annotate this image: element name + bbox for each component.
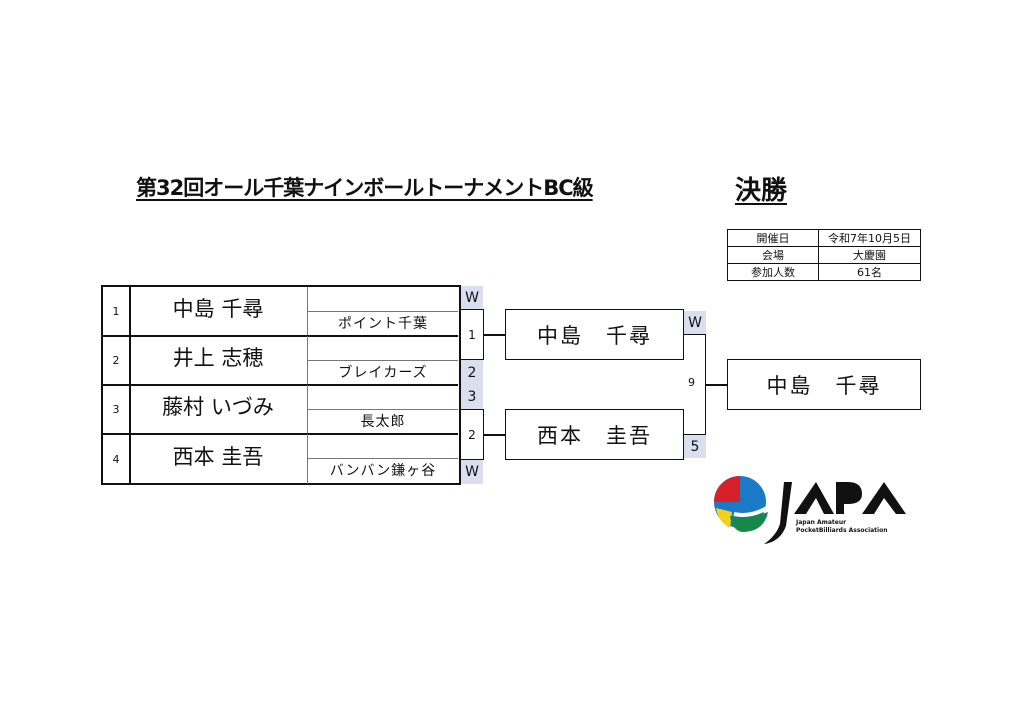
info-value: 令和7年10月5日	[818, 229, 921, 247]
team-blank	[308, 287, 458, 312]
semifinal-winner-box: 中島 千尋	[505, 309, 684, 360]
score-cell: W	[461, 286, 483, 310]
info-label: 参加人数	[727, 263, 819, 281]
bracket-line	[706, 384, 727, 386]
team-blank	[308, 385, 458, 410]
player-row: 4 西本 圭吾 バンバン鎌ヶ谷	[103, 434, 458, 484]
team-blank	[308, 336, 458, 361]
player-row: 3 藤村 いづみ 長太郎	[103, 385, 458, 435]
bracket-line	[484, 434, 505, 436]
final-match-number: 9	[688, 376, 695, 389]
score-cell: 3	[461, 385, 483, 409]
info-value: 大慶園	[818, 246, 921, 264]
score-cell: W	[461, 460, 483, 484]
semifinal-winner-box: 西本 圭吾	[505, 409, 684, 460]
team-name: ブレイカーズ	[338, 365, 428, 381]
bracket-line	[484, 334, 505, 336]
draw-table: 1 中島 千尋 ポイント千葉 2 井上 志穂 ブレイカーズ 3 藤村 いづみ 長…	[101, 285, 461, 485]
logo-subtitle-2: PocketBilliards Association	[796, 527, 888, 534]
seed: 3	[103, 385, 131, 433]
info-value: 61名	[818, 263, 921, 281]
player-name: 西本 圭吾	[129, 434, 308, 484]
team-name: バンバン鎌ヶ谷	[329, 463, 437, 479]
info-row-date: 開催日令和7年10月5日	[727, 229, 921, 247]
player-row: 1 中島 千尋 ポイント千葉	[103, 287, 458, 337]
japa-emblem-icon	[713, 475, 906, 544]
player-name: 藤村 いづみ	[129, 385, 308, 433]
round-title: 決勝	[735, 176, 788, 206]
logo-subtitle-1: Japan Amateur	[796, 519, 847, 526]
score-cell: W	[684, 311, 706, 335]
info-label: 会場	[727, 246, 819, 264]
team-name: ポイント千葉	[338, 316, 428, 332]
team-blank	[308, 434, 458, 459]
info-row-venue: 会場大慶園	[727, 246, 921, 264]
info-label: 開催日	[727, 229, 819, 247]
player-name: 井上 志穂	[129, 336, 308, 384]
tournament-title: 第32回オール千葉ナインボールトーナメントBC級	[136, 176, 594, 200]
match-number-box: 1	[460, 309, 484, 360]
player-row: 2 井上 志穂 ブレイカーズ	[103, 336, 458, 386]
japa-logo: Japan Amateur PocketBilliards Associatio…	[712, 474, 917, 546]
team-name: 長太郎	[360, 414, 406, 430]
score-cell: 5	[684, 435, 706, 458]
score-cell: 2	[461, 360, 483, 385]
player-name: 中島 千尋	[129, 287, 308, 335]
seed: 2	[103, 336, 131, 384]
final-bracket-line	[684, 334, 706, 435]
match-number-box: 2	[460, 409, 484, 460]
seed: 1	[103, 287, 131, 335]
champion-box: 中島 千尋	[727, 359, 921, 410]
seed: 4	[103, 434, 131, 484]
